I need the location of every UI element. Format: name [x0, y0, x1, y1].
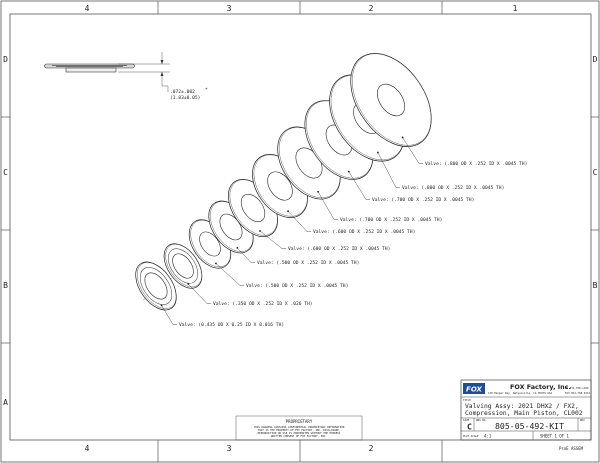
valve-labels: Valve: (0.435 OD X 0.25 ID X 0.016 TH) V… — [179, 161, 527, 328]
dwg-no-label: DWG NO. — [476, 418, 487, 422]
proprietary-line-2: THAT IS THE PROPERTY OF FOX FACTORY, INC… — [258, 428, 341, 432]
leader-line — [287, 211, 311, 232]
zone-row-b-right: B — [593, 281, 598, 290]
zone-labels: 4 3 2 1 4 3 2 D C B A D C B — [3, 4, 598, 453]
zone-row-c-right: C — [593, 168, 598, 177]
zone-col-2-bottom: 2 — [369, 444, 374, 453]
dimension-mark: * — [205, 87, 208, 93]
zone-row-a: A — [3, 398, 8, 407]
zone-col-3: 3 — [227, 4, 232, 13]
leader-line — [161, 305, 177, 325]
zone-col-3-bottom: 3 — [227, 444, 232, 453]
leader-dot — [236, 246, 239, 249]
leader-line — [402, 137, 423, 164]
dimension-mm: (1.83±0.05) — [170, 95, 200, 101]
drawing-title-line-2: Compression, Main Piston, CL002 — [465, 410, 583, 417]
logo-text: FOX — [466, 386, 482, 394]
valve-label-1: Valve: (0.435 OD X 0.25 ID X 0.016 TH) — [179, 322, 284, 328]
leader-dot — [287, 210, 289, 213]
valve-label-6: Valve: (.600 OD X .252 ID X .0045 TH) — [313, 229, 415, 235]
leader-dot — [215, 262, 217, 265]
leader-line — [377, 152, 400, 188]
leader-line — [215, 263, 244, 286]
side-view-stack — [44, 52, 170, 92]
rev-label: REV — [580, 418, 585, 422]
leader-dot — [317, 190, 319, 193]
valve-label-5: Valve: (.600 OD X .252 ID X .0045 TH) — [288, 246, 390, 252]
size-label: SIZE — [463, 418, 470, 422]
company-phone: PH 831-768-1100 — [565, 386, 589, 390]
valve-disc — [163, 243, 203, 289]
zone-row-b: B — [3, 281, 8, 290]
plot-scale-label: PLOT SCALE — [463, 434, 479, 438]
leader-line — [237, 247, 255, 263]
plot-scale: 4:1 — [484, 434, 492, 439]
zone-col-2: 2 — [369, 4, 374, 13]
valve-label-9: Valve: (.800 OD X .252 ID X .0045 TH) — [402, 185, 504, 191]
zone-row-c: C — [3, 168, 8, 177]
exploded-valve-stack — [135, 53, 432, 325]
drawing-number: 805-05-492-KIT — [495, 421, 564, 431]
valve-disc — [135, 261, 177, 311]
drawing-title-line-1: Valving Assy: 2021 DHX2 / FX2, — [465, 403, 579, 410]
zone-row-d-right: D — [593, 55, 598, 64]
leader-dot — [347, 170, 350, 173]
leader-dot — [401, 136, 404, 139]
leader-line — [348, 171, 370, 200]
software-note: ProE ASSEM — [559, 446, 584, 451]
valve-label-4: Valve: (.500 OD X .252 ID X .0045 TH) — [257, 260, 359, 266]
leader-dot — [160, 304, 163, 307]
proprietary-notice: PROPRIETARY THIS DRAWING CONTAINS CONFID… — [235, 415, 363, 441]
zone-col-4-bottom: 4 — [85, 444, 90, 453]
fox-logo-icon — [463, 383, 485, 394]
valve-label-8: Valve: (.700 OD X .252 ID X .0045 TH) — [372, 197, 474, 203]
valve-label-2: Valve: (.350 OD X .252 ID X .026 TH) — [213, 301, 313, 307]
proprietary-heading: PROPRIETARY — [286, 419, 313, 424]
leader-dot — [187, 283, 190, 285]
valve-label-7: Valve: (.700 OD X .252 ID X .0045 TH) — [340, 217, 442, 223]
valve-label-10: Valve: (.800 OD X .252 ID X .0045 TH) — [425, 161, 527, 167]
valve-disc — [350, 53, 432, 147]
leader-line — [317, 191, 338, 220]
title-label: TITLE — [463, 398, 471, 402]
company-name: FOX Factory, Inc. — [510, 383, 571, 391]
zone-col-1: 1 — [513, 4, 518, 13]
title-block: FOX FOX Factory, Inc. 130 Hangar Way, Wa… — [460, 379, 592, 441]
zone-row-d: D — [3, 55, 8, 64]
leader-line — [188, 283, 211, 304]
company-address: 130 Hangar Way, Watsonville, CA 95076 US… — [488, 391, 552, 395]
proprietary-line-3: REPRODUCTION OR USE IS PROHIBITED WITHOU… — [258, 431, 341, 435]
proprietary-line-1: THIS DRAWING CONTAINS CONFIDENTIAL PROPR… — [254, 425, 345, 429]
leader-dot — [376, 151, 379, 154]
leader-line — [259, 230, 286, 249]
zone-col-4: 4 — [85, 4, 90, 13]
dimension-inch: .072±.002 — [170, 89, 195, 95]
valve-label-3: Valve: (.500 OD X .252 ID X .0045 TH) — [246, 283, 348, 289]
proprietary-line-4: WRITTEN CONSENT OF FOX FACTORY, INC. — [271, 434, 327, 438]
company-fax: FAX 831-768-9312 — [565, 391, 590, 395]
sheet-size: C — [467, 422, 472, 432]
sheet-number: SHEET 1 OF 1 — [540, 434, 569, 439]
leader-dot — [259, 230, 261, 232]
